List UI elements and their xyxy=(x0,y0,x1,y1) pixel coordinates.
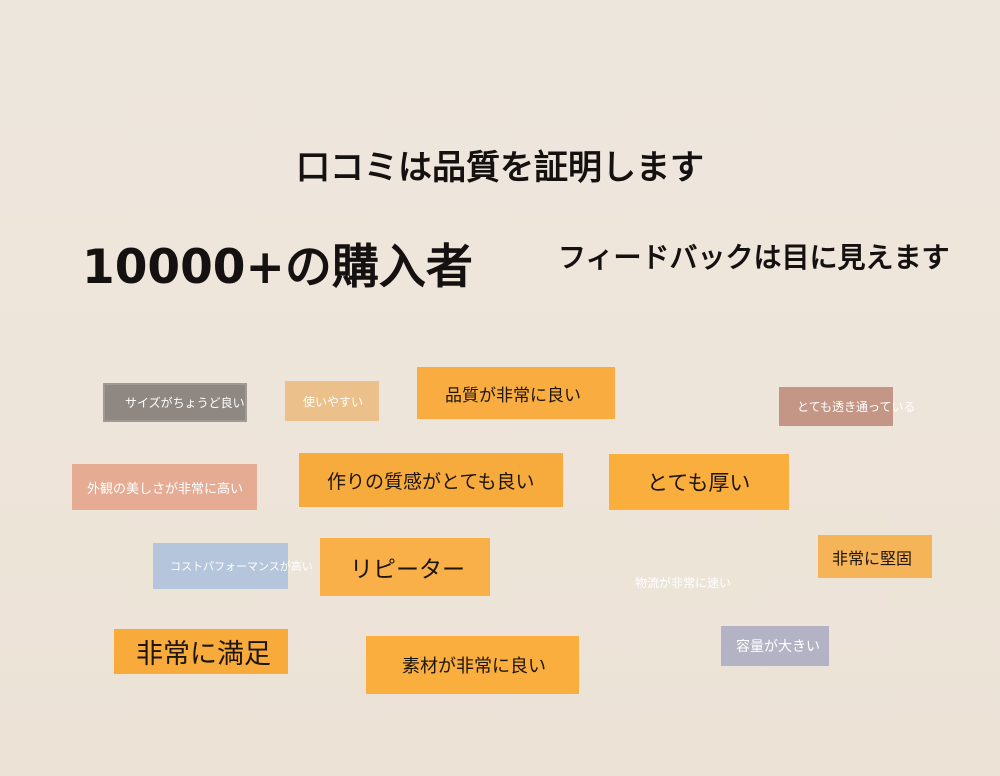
tag-label: 外観の美しさが非常に高い xyxy=(87,481,244,497)
review-tag: サイズがちょうど良い xyxy=(103,383,247,422)
review-tag: とても厚い xyxy=(609,454,789,510)
tag-label: 非常に満足 xyxy=(136,639,271,670)
review-tag: 容量が大きい xyxy=(721,626,829,666)
review-tag: コストパフォーマンスが高い xyxy=(153,543,313,589)
review-tag: 非常に堅固 xyxy=(818,535,932,578)
tag-label: リピーター xyxy=(350,557,465,583)
tag-label: 作りの質感がとても良い xyxy=(327,470,535,493)
tag-label: 容量が大きい xyxy=(736,639,820,655)
tag-label: とても透き通っている xyxy=(797,400,916,414)
feedback-subtitle: フィードバックは目に見えます xyxy=(558,241,950,274)
buyers-count: 10000+の購入者 xyxy=(82,240,473,295)
tag-label: 使いやすい xyxy=(303,394,364,409)
review-tag: リピーター xyxy=(320,538,490,596)
review-tag: 使いやすい xyxy=(285,381,379,421)
review-tag: 品質が非常に良い xyxy=(417,367,615,419)
tag-label: 素材が非常に良い xyxy=(402,656,546,677)
tag-label: 物流が非常に速い xyxy=(635,575,732,590)
review-tag: 素材が非常に良い xyxy=(366,636,579,694)
review-tag: 物流が非常に速い xyxy=(635,572,731,592)
review-tag: 外観の美しさが非常に高い xyxy=(72,464,257,510)
tag-label: サイズがちょうど良い xyxy=(125,396,245,410)
review-tag: 非常に満足 xyxy=(114,629,288,674)
tag-label: コストパフォーマンスが高い xyxy=(170,560,313,573)
tag-label: 非常に堅固 xyxy=(832,548,913,568)
tag-label: とても厚い xyxy=(647,471,751,495)
headline: 口コミは品質を証明します xyxy=(296,148,704,188)
review-tag: とても透き通っている xyxy=(779,387,915,426)
review-tag: 作りの質感がとても良い xyxy=(299,453,563,507)
tag-label: 品質が非常に良い xyxy=(445,385,581,406)
